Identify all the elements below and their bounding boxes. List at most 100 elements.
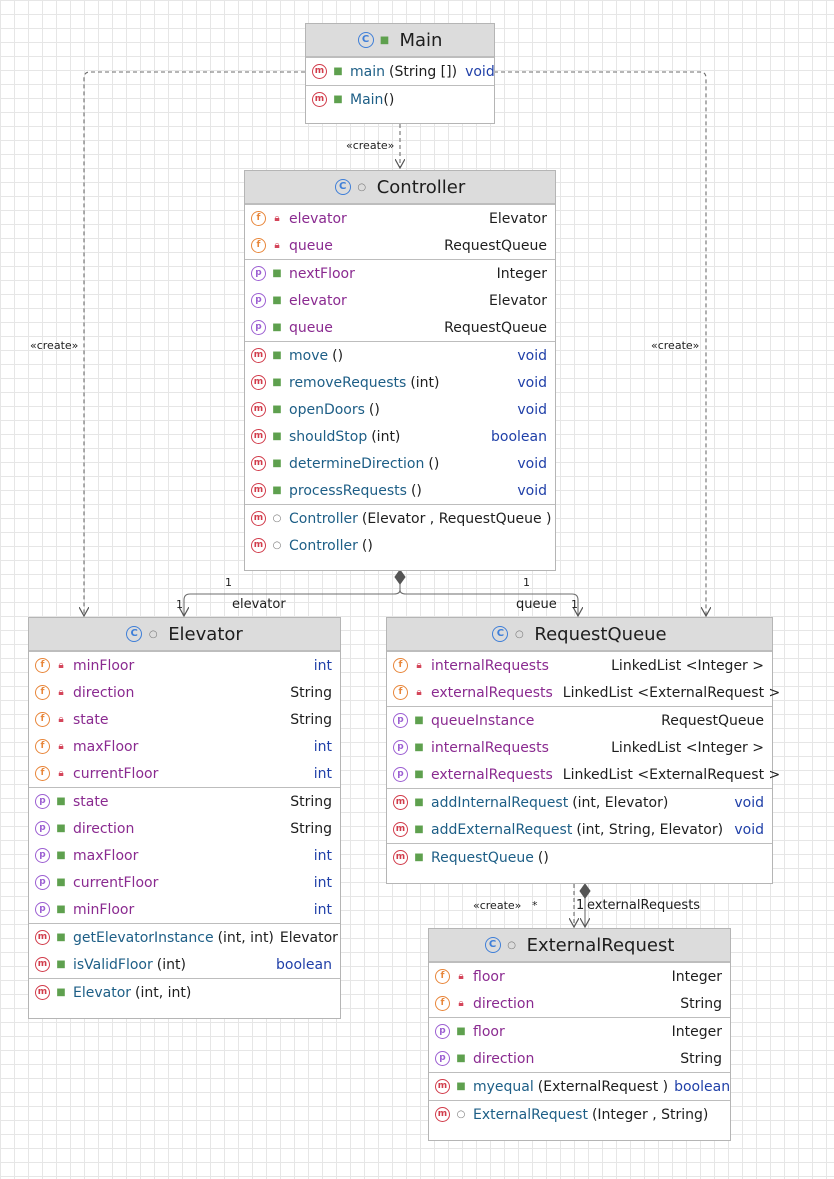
member-row[interactable]: m○ExternalRequest(Integer , String) bbox=[429, 1101, 730, 1128]
class-main-header[interactable]: C ■ Main bbox=[306, 24, 494, 57]
method-return-type: void bbox=[517, 455, 547, 472]
public-icon: ■ bbox=[272, 431, 282, 442]
method-icon: m bbox=[35, 957, 50, 972]
property-icon: p bbox=[35, 848, 50, 863]
member-row[interactable]: m■RequestQueue() bbox=[387, 844, 772, 871]
method-name: shouldStop bbox=[289, 428, 368, 445]
property-type: RequestQueue bbox=[661, 712, 764, 729]
constructor-name: ExternalRequest bbox=[473, 1106, 588, 1123]
method-icon: m bbox=[251, 456, 266, 471]
member-row[interactable]: m○Controller() bbox=[245, 532, 555, 559]
public-icon: ■ bbox=[272, 458, 282, 469]
package-icon: ○ bbox=[272, 540, 282, 551]
class-requestqueue-header[interactable]: C ○ RequestQueue bbox=[387, 618, 772, 651]
field-icon: f bbox=[35, 658, 50, 673]
field-name: minFloor bbox=[73, 657, 135, 674]
property-name: queueInstance bbox=[431, 712, 535, 729]
label-star-multiplicity: * bbox=[532, 899, 538, 912]
member-row[interactable]: m■addInternalRequest(int, Elevator)void bbox=[387, 789, 772, 816]
elevator-methods: m■getElevatorInstance(int, int)Elevator … bbox=[29, 923, 340, 978]
property-icon: p bbox=[35, 794, 50, 809]
package-icon: ○ bbox=[515, 628, 524, 640]
public-icon: ■ bbox=[56, 850, 66, 861]
constructor-params: () bbox=[361, 537, 373, 554]
method-name: move bbox=[289, 347, 329, 364]
member-row[interactable]: m■openDoors()void bbox=[245, 396, 555, 423]
public-icon: ■ bbox=[414, 742, 424, 753]
method-params: (int) bbox=[410, 374, 440, 391]
constructor-name: Controller bbox=[289, 537, 358, 554]
member-row[interactable]: m○Controller(Elevator , RequestQueue ) bbox=[245, 505, 555, 532]
member-row[interactable]: m ■ Main () bbox=[306, 86, 494, 113]
public-icon: ■ bbox=[414, 797, 424, 808]
public-icon: ■ bbox=[56, 904, 66, 915]
member-row[interactable]: m■isValidFloor(int)boolean bbox=[29, 951, 340, 978]
member-row[interactable]: m ■ main (String []) void bbox=[306, 58, 495, 85]
method-icon: m bbox=[251, 375, 266, 390]
method-icon: m bbox=[251, 402, 266, 417]
field-type: int bbox=[313, 765, 332, 782]
member-row[interactable]: m■myequal(ExternalRequest )boolean bbox=[429, 1073, 730, 1100]
member-row[interactable]: m■determineDirection()void bbox=[245, 450, 555, 477]
member-row[interactable]: m■Elevator(int, int) bbox=[29, 979, 340, 1006]
member-row[interactable]: m■processRequests()void bbox=[245, 477, 555, 504]
method-name: main bbox=[350, 63, 385, 80]
field-type: RequestQueue bbox=[444, 237, 547, 254]
member-row[interactable]: m■move()void bbox=[245, 342, 555, 369]
property-type: Integer bbox=[671, 1023, 722, 1040]
public-icon: ■ bbox=[56, 987, 66, 998]
class-elevator-header[interactable]: C ○ Elevator bbox=[29, 618, 340, 651]
public-icon: ■ bbox=[272, 350, 282, 361]
class-main[interactable]: C ■ Main m ■ main (String []) void m ■ M… bbox=[305, 23, 495, 124]
member-row[interactable]: m■removeRequests(int)void bbox=[245, 369, 555, 396]
class-externalrequest-header[interactable]: C ○ ExternalRequest bbox=[429, 929, 730, 962]
label-queue-mult-src: 1 bbox=[523, 576, 530, 589]
method-icon: m bbox=[435, 1079, 450, 1094]
class-controller-header[interactable]: C ○ Controller bbox=[245, 171, 555, 204]
public-icon: ■ bbox=[333, 94, 343, 105]
property-name: externalRequests bbox=[431, 766, 553, 783]
member-row[interactable]: m■addExternalRequest(int, String, Elevat… bbox=[387, 816, 772, 843]
property-name: floor bbox=[473, 1023, 505, 1040]
member-row[interactable]: m■shouldStop(int)boolean bbox=[245, 423, 555, 450]
public-icon: ■ bbox=[456, 1081, 466, 1092]
label-queue-mult-dst: 1 bbox=[571, 598, 578, 611]
property-icon: p bbox=[251, 266, 266, 281]
member-row[interactable]: m■getElevatorInstance(int, int)Elevator bbox=[29, 924, 340, 951]
property-icon: p bbox=[435, 1024, 450, 1039]
constructor-name: RequestQueue bbox=[431, 849, 534, 866]
field-name: internalRequests bbox=[431, 657, 549, 674]
